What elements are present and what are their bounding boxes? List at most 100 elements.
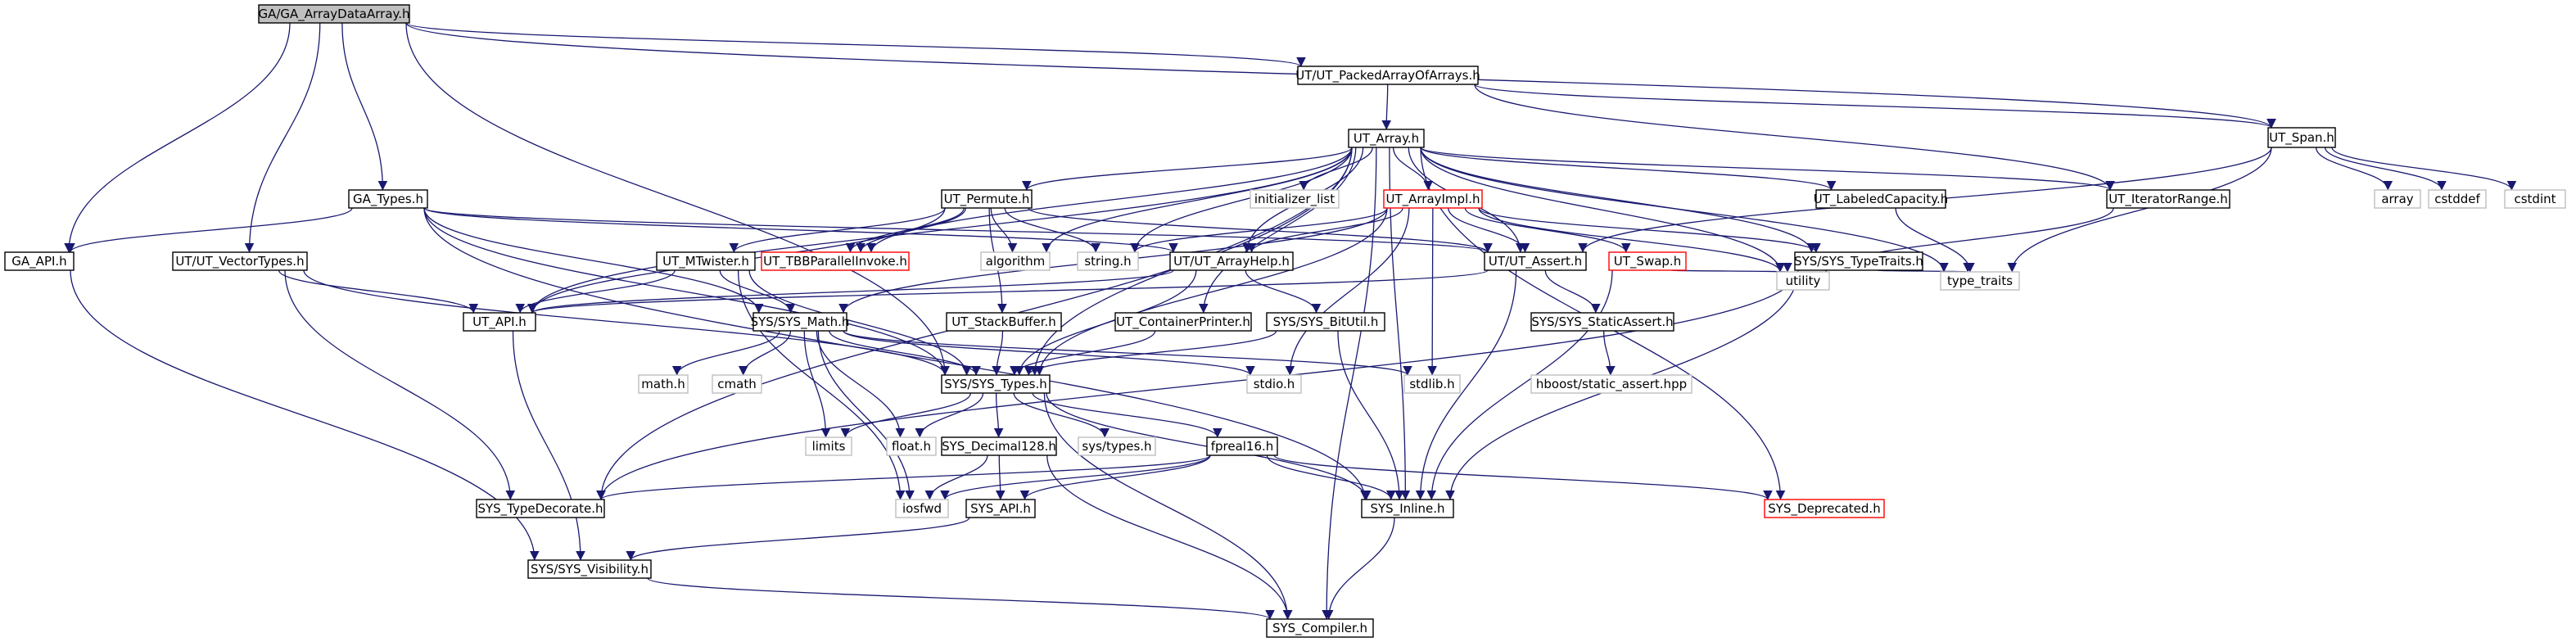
node-ut-labeledcapacity[interactable]: UT_LabeledCapacity.h <box>1814 189 1949 209</box>
node-box <box>1530 374 1692 394</box>
node-box <box>1530 312 1674 332</box>
edge-ut-swap-to-sys-inline <box>1426 269 1613 500</box>
node-array: array <box>2374 189 2421 209</box>
node-sys-compiler[interactable]: SYS_Compiler.h <box>1266 618 1374 638</box>
edge-ut-swap-to-utility <box>1670 262 1792 273</box>
edge-ut-array-to-initializer-list <box>1299 147 1373 191</box>
node-ut-tbbparallelinvoke[interactable]: UT_TBBParallelInvoke.h <box>761 251 910 271</box>
node-label: algorithm <box>986 254 1045 269</box>
node-ut-api[interactable]: UT_API.h <box>463 312 536 332</box>
node-fpreal16[interactable]: fpreal16.h <box>1206 436 1278 456</box>
node-sys-deprecated[interactable]: SYS_Deprecated.h <box>1764 499 1885 518</box>
node-ut-assert[interactable]: UT/UT_Assert.h <box>1484 251 1587 271</box>
edge-ut-array-to-utility <box>1420 147 1785 273</box>
node-label: fpreal16.h <box>1211 439 1274 454</box>
node-ut-arrayimpl[interactable]: UT_ArrayImpl.h <box>1383 189 1483 209</box>
node-box <box>1940 271 2020 291</box>
node-box <box>980 251 1051 271</box>
edge-ga-types-to-ga-api <box>66 207 353 253</box>
node-label: math.h <box>641 377 685 391</box>
edge-fpreal16-to-sys-inline <box>1266 454 1396 500</box>
edge-ut-arrayimpl-to-utility <box>1478 207 1785 273</box>
edge-sys-math-to-iosfwd <box>817 330 915 500</box>
edge-ut-mtwister-to-iosfwd <box>737 269 906 500</box>
edge-ga-arraydataarray-to-ga-types <box>341 22 388 191</box>
edge-sys-visibility-to-sys-compiler <box>647 577 1275 620</box>
node-label: cstddef <box>2434 192 2480 206</box>
edge-ut-arrayimpl-to-sys-types <box>1034 207 1388 376</box>
node-sys-staticassert[interactable]: SYS/SYS_StaticAssert.h <box>1530 312 1674 332</box>
node-box <box>1246 374 1302 394</box>
edge-sys-decimal128-to-sys-compiler <box>1046 454 1293 620</box>
node-sys-api[interactable]: SYS_API.h <box>965 499 1036 518</box>
edge-ut-permute-to-string-h <box>1004 207 1100 253</box>
node-ut-vectortypes[interactable]: UT/UT_VectorTypes.h <box>172 251 308 271</box>
node-box <box>886 436 937 456</box>
node-sys-types[interactable]: SYS/SYS_Types.h <box>941 374 1051 394</box>
node-ut-arrayhelp[interactable]: UT/UT_ArrayHelp.h <box>1169 251 1294 271</box>
node-box <box>941 374 1051 394</box>
node-sys-typetraits[interactable]: SYS/SYS_TypeTraits.h <box>1794 251 1923 271</box>
node-label: float.h <box>892 439 931 454</box>
node-sys-typedecorate[interactable]: SYS_TypeDecorate.h <box>476 499 605 518</box>
edge-ut-packedarrayofarrays-to-ut-span <box>1474 84 2276 129</box>
node-label: SYS/SYS_Math.h <box>751 314 850 330</box>
node-ga-types[interactable]: GA_Types.h <box>348 189 428 209</box>
node-label: SYS/SYS_Types.h <box>944 377 1047 392</box>
node-cstdint: cstdint <box>2504 189 2566 209</box>
node-sys-bitutil[interactable]: SYS/SYS_BitUtil.h <box>1266 312 1385 332</box>
node-sys-math[interactable]: SYS/SYS_Math.h <box>751 312 850 332</box>
node-box <box>761 251 910 271</box>
node-label: SYS_TypeDecorate.h <box>477 501 603 517</box>
node-box <box>805 436 852 456</box>
edge-ut-arrayimpl-to-ut-assert <box>1448 207 1530 253</box>
node-box <box>2504 189 2566 209</box>
node-label: UT/UT_Assert.h <box>1489 254 1582 269</box>
node-ut-span[interactable]: UT_Span.h <box>2267 127 2336 148</box>
node-label: SYS_Deprecated.h <box>1768 501 1880 517</box>
node-ut-array[interactable]: UT_Array.h <box>1348 129 1425 148</box>
node-ut-swap[interactable]: UT_Swap.h <box>1608 251 1687 271</box>
edge-ut-array-to-type-traits <box>1420 147 1949 273</box>
node-label: sys/types.h <box>1082 439 1151 454</box>
node-label: string.h <box>1084 254 1131 269</box>
node-ut-stackbuffer[interactable]: UT_StackBuffer.h <box>946 312 1062 332</box>
node-label: UT_TBBParallelInvoke.h <box>763 254 907 269</box>
edge-fpreal16-to-sys-api <box>1019 454 1211 500</box>
node-box <box>946 312 1062 332</box>
node-label: SYS/SYS_StaticAssert.h <box>1531 314 1673 330</box>
edge-sys-bitutil-to-sys-inline <box>1337 330 1404 500</box>
node-sys-visibility[interactable]: SYS/SYS_Visibility.h <box>527 559 652 579</box>
edge-ut-permute-to-ut-mtwister <box>729 207 946 253</box>
edge-ut-api-to-sys-visibility <box>512 330 585 561</box>
node-box <box>895 499 949 518</box>
node-ut-mtwister[interactable]: UT_MTwister.h <box>656 251 756 271</box>
edge-ut-span-to-type-traits <box>2007 147 2272 273</box>
node-label: UT_ArrayImpl.h <box>1385 192 1480 207</box>
node-label: UT/UT_VectorTypes.h <box>175 254 304 269</box>
edge-ut-assert-to-ut-api <box>527 269 1489 314</box>
edge-sys-decimal128-to-sys-api <box>995 454 1006 500</box>
edge-ut-mtwister-to-sys-math <box>719 269 796 314</box>
edge-ga-types-to-ut-assert <box>423 207 1493 253</box>
node-sys-decimal128[interactable]: SYS_Decimal128.h <box>941 436 1057 456</box>
node-stdio-h: stdio.h <box>1246 374 1302 394</box>
node-type-traits: type_traits <box>1940 271 2020 291</box>
node-box <box>1348 129 1425 148</box>
node-label: stdio.h <box>1254 377 1295 391</box>
node-iosfwd: iosfwd <box>895 499 949 518</box>
edge-ut-array-to-sys-typetraits <box>1420 147 1817 253</box>
node-ut-permute[interactable]: UT_Permute.h <box>941 189 1033 209</box>
node-box <box>1266 312 1385 332</box>
node-box <box>1383 189 1483 209</box>
node-ut-packedarrayofarrays[interactable]: UT/UT_PackedArrayOfArrays.h <box>1295 66 1480 85</box>
node-ga-api[interactable]: GA_API.h <box>4 251 75 271</box>
node-sys-inline[interactable]: SYS_Inline.h <box>1361 499 1454 518</box>
node-ut-containerprinter[interactable]: UT_ContainerPrinter.h <box>1114 312 1252 332</box>
node-ut-iteratorrange[interactable]: UT_IteratorRange.h <box>2106 189 2230 209</box>
node-box <box>258 4 410 24</box>
node-label: GA/GA_ArrayDataArray.h <box>258 7 409 22</box>
node-label: hboost/static_assert.hpp <box>1536 377 1687 392</box>
node-label: UT/UT_PackedArrayOfArrays.h <box>1295 68 1480 84</box>
edge-sys-types-to-sys-compiler <box>1043 392 1293 620</box>
